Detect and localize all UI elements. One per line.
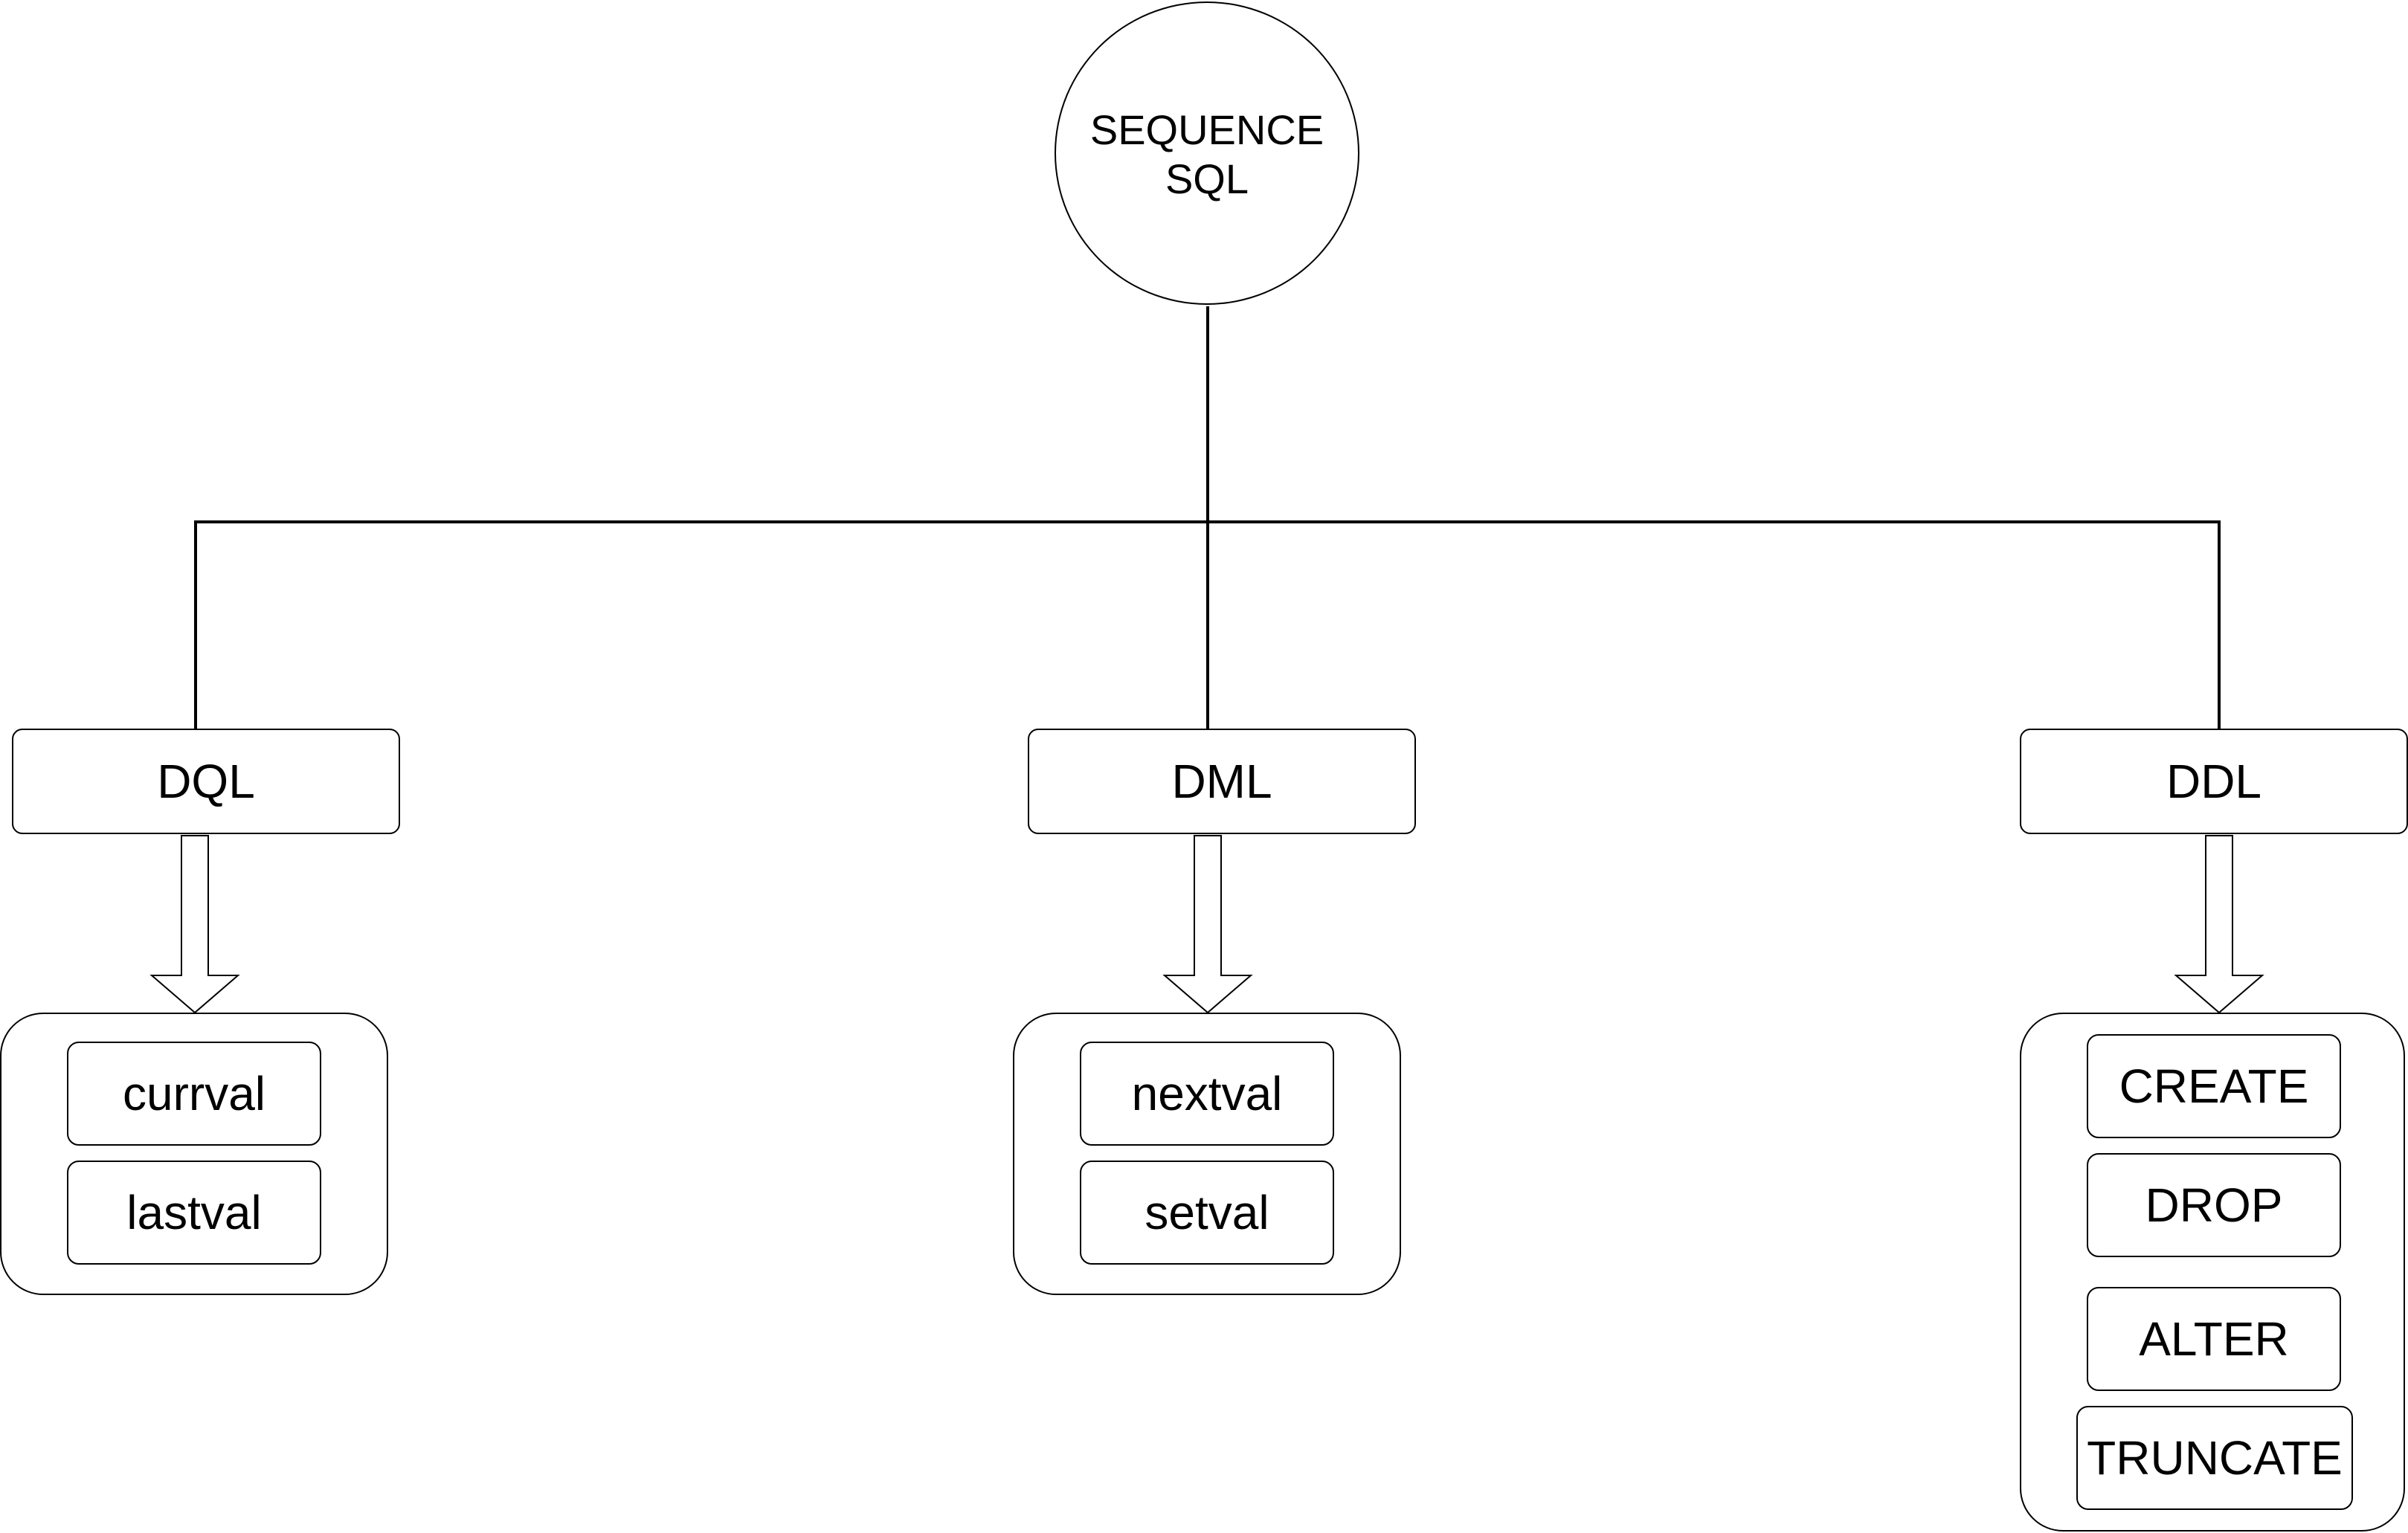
root-title-line-1: SEQUENCE [1089,106,1324,153]
category-dml-label: DML [1171,755,1272,808]
item-nextval: nextval [1080,1042,1334,1146]
item-currval: currval [67,1042,321,1146]
item-setval-label: setval [1145,1186,1269,1239]
dql-connector [194,520,2221,729]
item-setval: setval [1080,1161,1334,1265]
dql-arrow-icon [149,835,240,1014]
group-dql [0,1013,388,1295]
item-drop: DROP [2087,1153,2341,1257]
root-title-line-2: SQL [1165,155,1249,202]
group-ddl [2020,1013,2405,1532]
item-alter: ALTER [2087,1287,2341,1391]
category-dml: DML [1028,729,1416,834]
item-drop-label: DROP [2145,1178,2283,1232]
item-lastval-label: lastval [126,1186,262,1239]
item-nextval-label: nextval [1131,1067,1283,1120]
item-create-label: CREATE [2119,1059,2309,1113]
category-ddl-label: DDL [2166,755,2262,808]
group-dml [1013,1013,1401,1295]
category-ddl: DDL [2020,729,2408,834]
category-dql: DQL [12,729,400,834]
item-alter-label: ALTER [2139,1312,2289,1366]
item-lastval: lastval [67,1161,321,1265]
item-truncate: TRUNCATE [2076,1406,2353,1510]
item-truncate-label: TRUNCATE [2087,1431,2343,1485]
dml-arrow-icon [1162,835,1253,1014]
item-create: CREATE [2087,1034,2341,1138]
category-dql-label: DQL [157,755,255,808]
root-sequence-sql: SEQUENCE SQL [1055,1,1359,305]
item-currval-label: currval [122,1067,266,1120]
ddl-arrow-icon [2174,835,2264,1014]
